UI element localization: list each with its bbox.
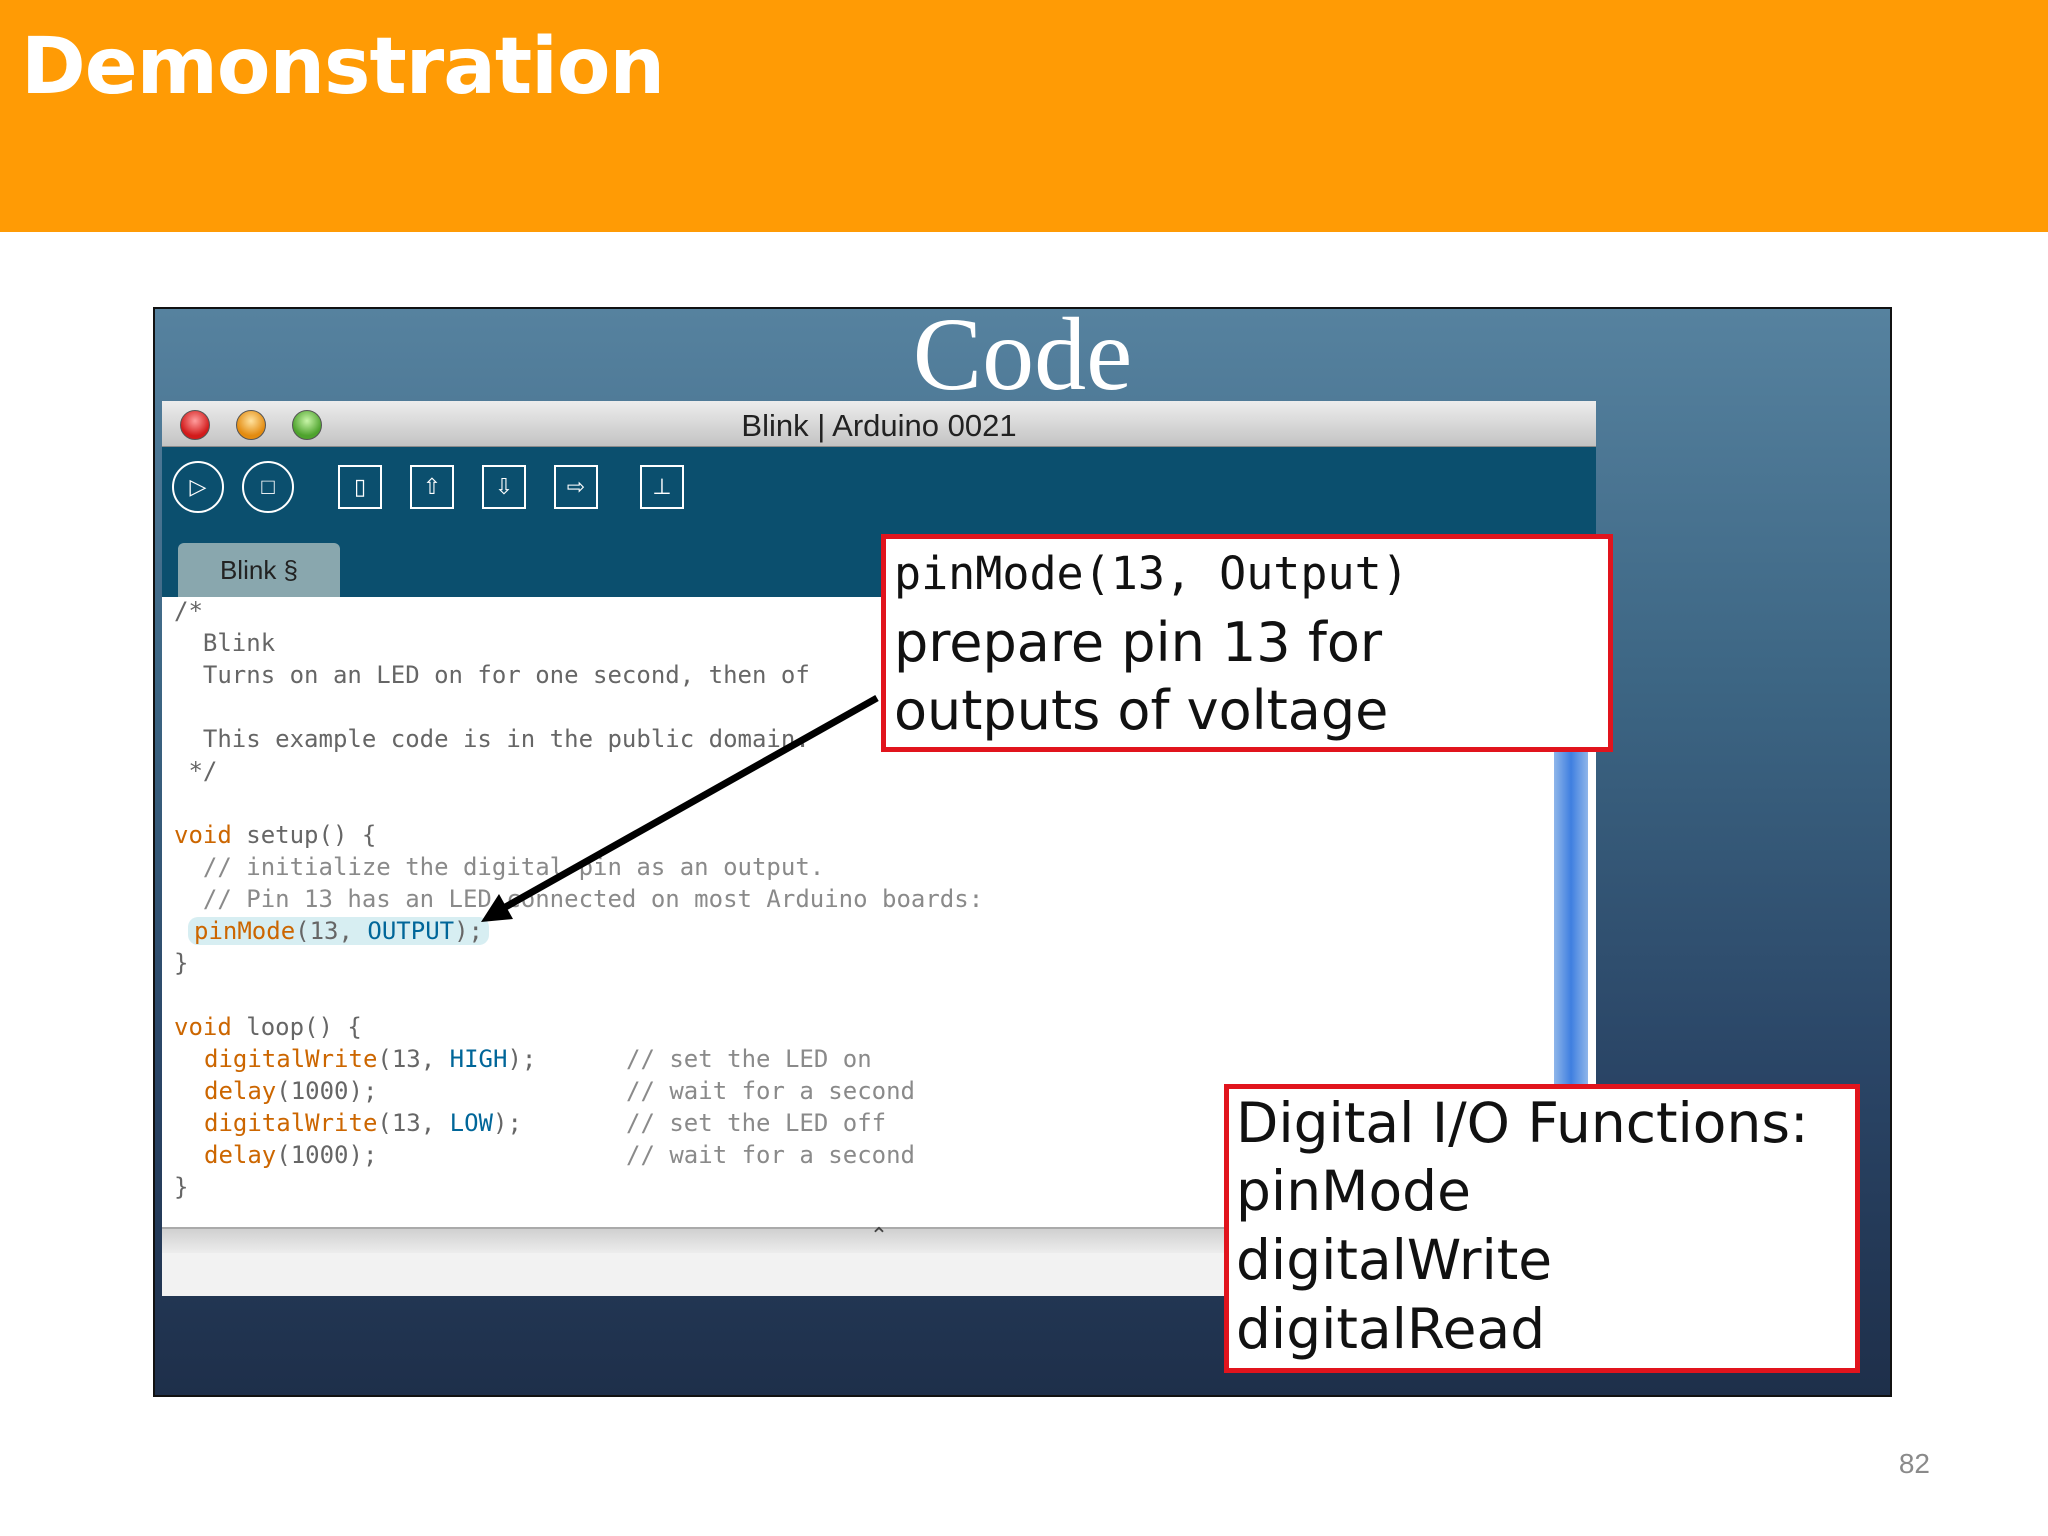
save-file-icon[interactable]: ⇩ [482, 465, 526, 509]
code-constant: OUTPUT [367, 917, 455, 945]
window-titlebar: Blink | Arduino 0021 [162, 401, 1596, 447]
verify-play-icon[interactable]: ▷ [172, 461, 224, 513]
code-text: (1000); [276, 1077, 378, 1105]
image-heading: Code [912, 307, 1133, 412]
code-text: ); [507, 1045, 537, 1073]
code-text: (13, [295, 917, 368, 945]
code-text: (1000); [276, 1141, 378, 1169]
code-line: } [174, 949, 189, 977]
code-keyword: void [174, 1013, 232, 1041]
code-function: pinMode [194, 917, 296, 945]
slide-title: Demonstration [21, 22, 665, 112]
stop-icon[interactable]: □ [242, 461, 294, 513]
callout-text-line: prepare pin 13 for [894, 611, 1383, 674]
code-function: delay [204, 1141, 277, 1169]
code-line: This example code is in the public domai… [174, 725, 810, 753]
open-file-icon[interactable]: ⇧ [410, 465, 454, 509]
code-line: /* [174, 597, 203, 625]
code-comment: // wait for a second [626, 1077, 915, 1105]
code-comment: // Pin 13 has an LED connected on most A… [174, 885, 984, 913]
window-title: Blink | Arduino 0021 [741, 408, 1017, 443]
code-comment: // set the LED off [626, 1109, 887, 1137]
code-function: digitalWrite [204, 1109, 378, 1137]
serial-monitor-icon[interactable]: ⊥ [640, 465, 684, 509]
code-line: digitalWrite(13, LOW); [204, 1109, 522, 1137]
code-comment: // wait for a second [626, 1141, 915, 1169]
code-line: digitalWrite(13, HIGH); [204, 1045, 536, 1073]
digital-io-callout: Digital I/O Functions: pinMode digitalWr… [1224, 1084, 1860, 1373]
code-constant: HIGH [449, 1045, 508, 1073]
slide-header: Demonstration [0, 0, 2048, 232]
code-line: Turns on an LED on for one second, then … [174, 661, 810, 689]
minimize-window-icon[interactable] [236, 410, 266, 440]
code-keyword: void [174, 821, 232, 849]
page-number: 82 [1898, 1448, 1930, 1479]
zoom-window-icon[interactable] [292, 410, 322, 440]
code-line: } [174, 1173, 189, 1201]
code-line: delay(1000); [204, 1077, 377, 1105]
code-line: Blink [174, 629, 276, 657]
callout-code-line: pinMode(13, Output) [894, 547, 1409, 600]
code-text: (13, [377, 1109, 450, 1137]
callout-heading: Digital I/O Functions: [1236, 1091, 1809, 1155]
code-line: void setup() { [174, 821, 376, 849]
resize-grip-icon[interactable]: ⌃ [869, 1223, 889, 1248]
code-text: ); [454, 917, 484, 945]
callout-text-line: outputs of voltage [894, 679, 1389, 742]
code-line: */ [174, 757, 218, 785]
screenshot-image: Code Blink | Arduino 0021 ▷ □ ▯ ⇧ ⇩ ⇨ ⊥ … [153, 307, 1892, 1397]
code-line: delay(1000); [204, 1141, 377, 1169]
callout-item: digitalWrite [1236, 1228, 1553, 1292]
code-highlight: pinMode(13, OUTPUT); [188, 917, 490, 945]
code-line: void loop() { [174, 1013, 362, 1041]
new-file-icon[interactable]: ▯ [338, 465, 382, 509]
close-window-icon[interactable] [180, 410, 210, 440]
code-function: digitalWrite [204, 1045, 378, 1073]
pinmode-callout: pinMode(13, Output) prepare pin 13 for o… [881, 534, 1613, 752]
code-comment: // initialize the digital pin as an outp… [174, 853, 825, 881]
tab-blink[interactable]: Blink § [178, 543, 340, 597]
code-line-highlighted: pinMode(13, OUTPUT); [188, 917, 490, 945]
upload-icon[interactable]: ⇨ [554, 465, 598, 509]
code-text: (13, [377, 1045, 450, 1073]
code-text: setup() { [231, 821, 377, 849]
code-text: loop() { [231, 1013, 362, 1041]
code-text: ); [493, 1109, 522, 1137]
code-constant: LOW [449, 1109, 493, 1137]
callout-item: digitalRead [1236, 1297, 1546, 1361]
toolbar: ▷ □ ▯ ⇧ ⇩ ⇨ ⊥ [162, 447, 1596, 529]
callout-item: pinMode [1236, 1159, 1471, 1223]
code-comment: // set the LED on [626, 1045, 872, 1073]
code-function: delay [204, 1077, 277, 1105]
